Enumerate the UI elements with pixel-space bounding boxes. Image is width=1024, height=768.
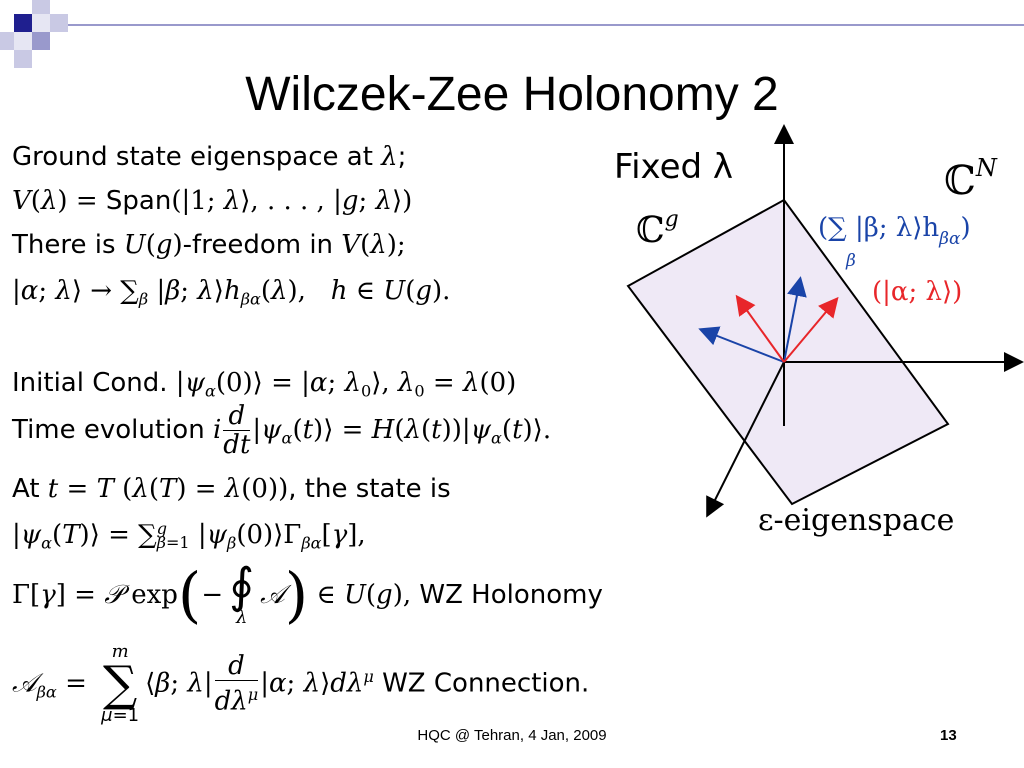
fixed-lambda-label: Fixed λ	[614, 147, 733, 187]
line-freedom: There is U(g)-freedom in V(λ);	[12, 230, 406, 260]
page-number: 13	[940, 727, 957, 744]
axis-diagonal	[706, 361, 785, 518]
red-arrow-2	[783, 296, 839, 363]
line-span: V(λ) = Span(|1; λ⟩, . . . , |g; λ⟩)	[12, 186, 413, 216]
red-arrow-1	[735, 294, 785, 363]
eigenspace-label: ε-eigenspace	[758, 503, 954, 538]
footer-text: HQC @ Tehran, 4 Jan, 2009	[417, 727, 607, 744]
line-transform: |α; λ⟩ → ∑β |β; λ⟩hβα(λ), h ∈ U(g).	[12, 276, 451, 309]
line-ground-state: Ground state eigenspace at λ;	[12, 142, 407, 172]
blue-arrow-2	[783, 276, 807, 363]
sum-beta-label: (∑ |β; λ⟩hβα)	[818, 213, 971, 249]
eigenspace-diagram: Fixed λ ℂN ℂg (∑ |β; λ⟩hβα) β (|α; λ⟩) ε…	[614, 124, 1024, 538]
cn-label: ℂN	[944, 154, 998, 204]
blue-arrow-1	[698, 326, 785, 363]
cg-label: ℂg	[636, 207, 679, 251]
sum-index-label: β	[845, 251, 856, 271]
line-initial-cond: Initial Cond. |ψα(0)⟩ = |α; λ0⟩, λ0 = λ(…	[12, 368, 517, 401]
eigenspace-plane	[626, 198, 950, 506]
slide-title: Wilczek-Zee Holonomy 2	[245, 68, 779, 121]
alpha-label: (|α; λ⟩)	[872, 277, 962, 307]
line-at-t: At t = T (λ(T) = λ(0)), the state is	[12, 474, 451, 504]
